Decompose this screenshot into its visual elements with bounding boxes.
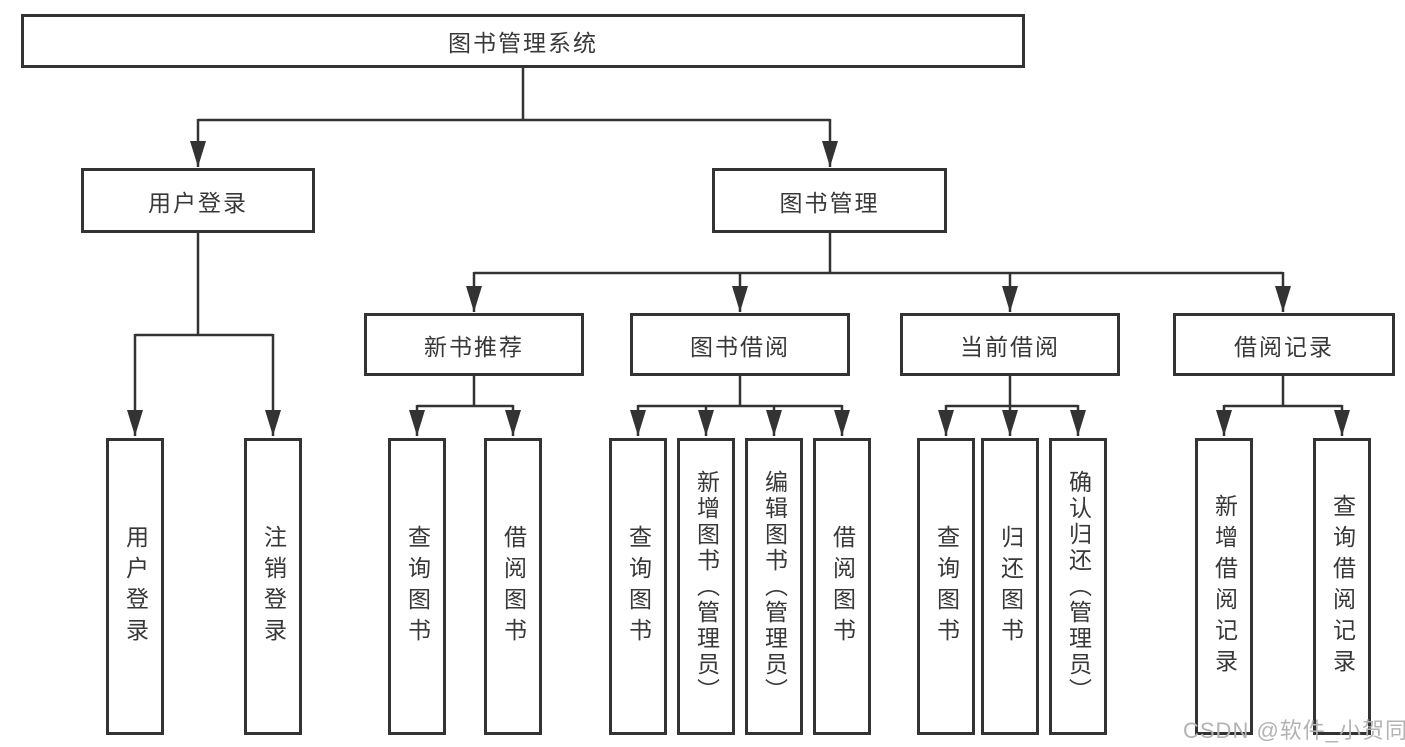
node-book-management: 图书管理 (712, 168, 947, 233)
leaf-query-borrow-record: 查询借阅记录 (1313, 438, 1371, 735)
leaf-query-books-current: 查询图书 (917, 438, 975, 735)
node-new-book-recommend: 新书推荐 (364, 313, 584, 376)
node-label: 图书借阅 (690, 333, 790, 360)
node-label: 查询借阅记录 (1329, 493, 1356, 680)
node-user-login: 用户登录 (81, 168, 315, 233)
leaf-add-borrow-record: 新增借阅记录 (1195, 438, 1253, 735)
node-label: 查询图书 (625, 524, 652, 649)
leaf-user-login: 用户登录 (106, 438, 164, 735)
node-label: 用户登录 (148, 189, 248, 216)
leaf-query-books-recommend: 查询图书 (388, 438, 446, 735)
trunk-lines (135, 67, 1342, 408)
node-label: 借阅图书 (500, 524, 527, 649)
node-label: 借阅图书 (829, 524, 856, 649)
leaf-add-book-admin: 新增图书（管理员） (677, 438, 735, 735)
node-label: 图书管理 (779, 189, 880, 216)
node-label: 当前借阅 (960, 333, 1060, 360)
node-label: 查询图书 (933, 524, 960, 649)
leaf-edit-book-admin: 编辑图书（管理员） (745, 438, 803, 735)
node-label: 新书推荐 (424, 333, 524, 360)
node-label: 查询图书 (404, 524, 431, 649)
node-label: 归还图书 (997, 524, 1024, 649)
node-library-management-system: 图书管理系统 (21, 14, 1025, 68)
leaf-return-book: 归还图书 (981, 438, 1039, 735)
node-label: 编辑图书（管理员） (761, 469, 788, 704)
node-current-borrowing: 当前借阅 (900, 313, 1120, 376)
leaf-query-books-borrowing: 查询图书 (609, 438, 667, 735)
node-label: 借阅记录 (1234, 333, 1334, 360)
node-label: 图书管理系统 (448, 30, 598, 56)
node-label: 用户登录 (122, 524, 149, 649)
leaf-logout: 注销登录 (244, 438, 302, 735)
leaf-confirm-return-admin: 确认归还（管理员） (1049, 438, 1107, 735)
csdn-watermark: CSDN @软件_小贺同学 (1183, 718, 1405, 743)
node-label: 确认归还（管理员） (1065, 469, 1092, 704)
leaf-borrow-books-recommend: 借阅图书 (484, 438, 542, 735)
node-label: 新增图书（管理员） (693, 469, 720, 704)
node-label: 新增借阅记录 (1211, 493, 1238, 680)
node-book-borrowing: 图书借阅 (630, 313, 850, 376)
node-borrowing-records: 借阅记录 (1173, 313, 1395, 376)
leaf-borrow-books: 借阅图书 (813, 438, 871, 735)
node-label: 注销登录 (260, 524, 287, 649)
